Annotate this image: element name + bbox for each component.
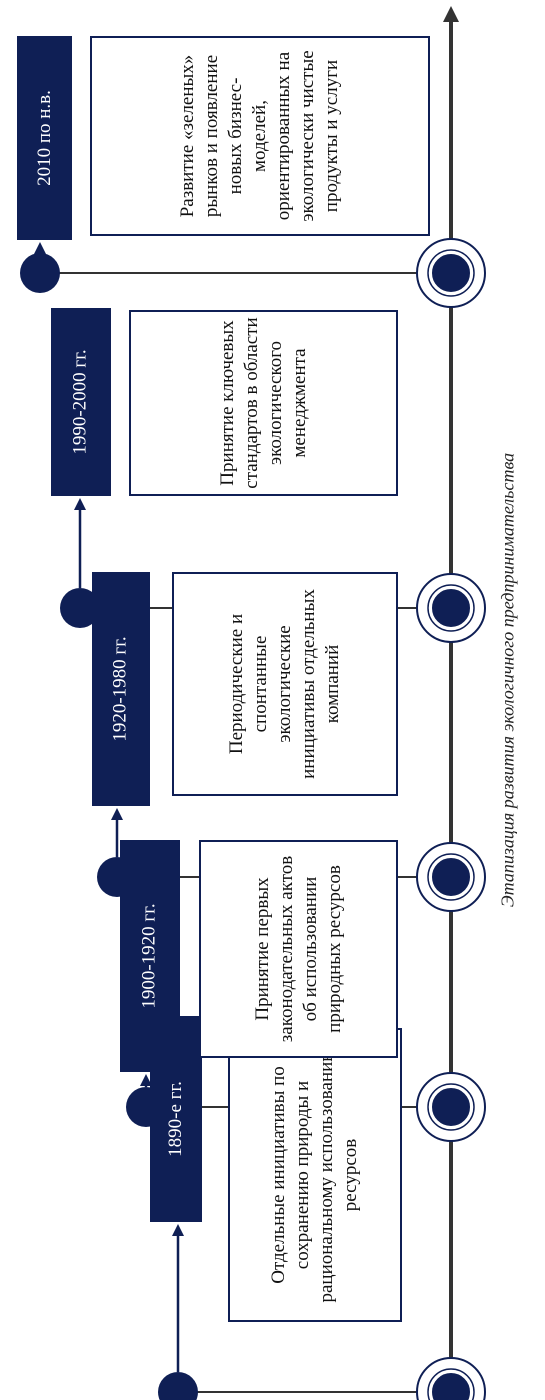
period-label-2: 1900-1920 гг. bbox=[120, 840, 180, 1072]
stage-dot-1 bbox=[158, 1372, 198, 1400]
axis-dot-ring-4 bbox=[427, 584, 475, 632]
stage-description-4: Принятие ключевых стандартов в области э… bbox=[129, 310, 398, 496]
stage-description-2: Принятие первых законодательных актов об… bbox=[199, 840, 398, 1058]
axis-dot-ring-3 bbox=[427, 853, 475, 901]
stage-arrow-4 bbox=[74, 498, 86, 510]
stage-dot-4 bbox=[60, 588, 100, 628]
timeline-arrow-head bbox=[443, 6, 459, 22]
axis-dot-3 bbox=[430, 856, 472, 898]
axis-dot-ring-1 bbox=[427, 1368, 475, 1400]
period-label-3: 1920-1980 гг. bbox=[92, 572, 150, 806]
period-label-5: 2010 по н.в. bbox=[17, 36, 72, 240]
axis-dot-2 bbox=[430, 1086, 472, 1128]
stage-description-1: Отдельные инициативы по сохранению приро… bbox=[228, 1028, 402, 1322]
stage-description-3: Периодические и спонтанные экологические… bbox=[172, 572, 398, 796]
stage-arrow-3 bbox=[111, 808, 123, 820]
axis-dot-ring-5 bbox=[427, 249, 475, 297]
stage-arrow-2 bbox=[140, 1074, 152, 1086]
stage-description-5: Развитие «зеленых» рынков и появление но… bbox=[90, 36, 430, 236]
axis-dot-4 bbox=[430, 587, 472, 629]
axis-dot-1 bbox=[430, 1371, 472, 1400]
stage-arrow-1 bbox=[172, 1224, 184, 1236]
stage-arrow-5 bbox=[34, 242, 46, 254]
period-label-4: 1990-2000 гг. bbox=[51, 308, 111, 496]
stage-dot-5 bbox=[20, 253, 60, 293]
axis-dot-5 bbox=[430, 252, 472, 294]
axis-dot-ring-2 bbox=[427, 1083, 475, 1131]
